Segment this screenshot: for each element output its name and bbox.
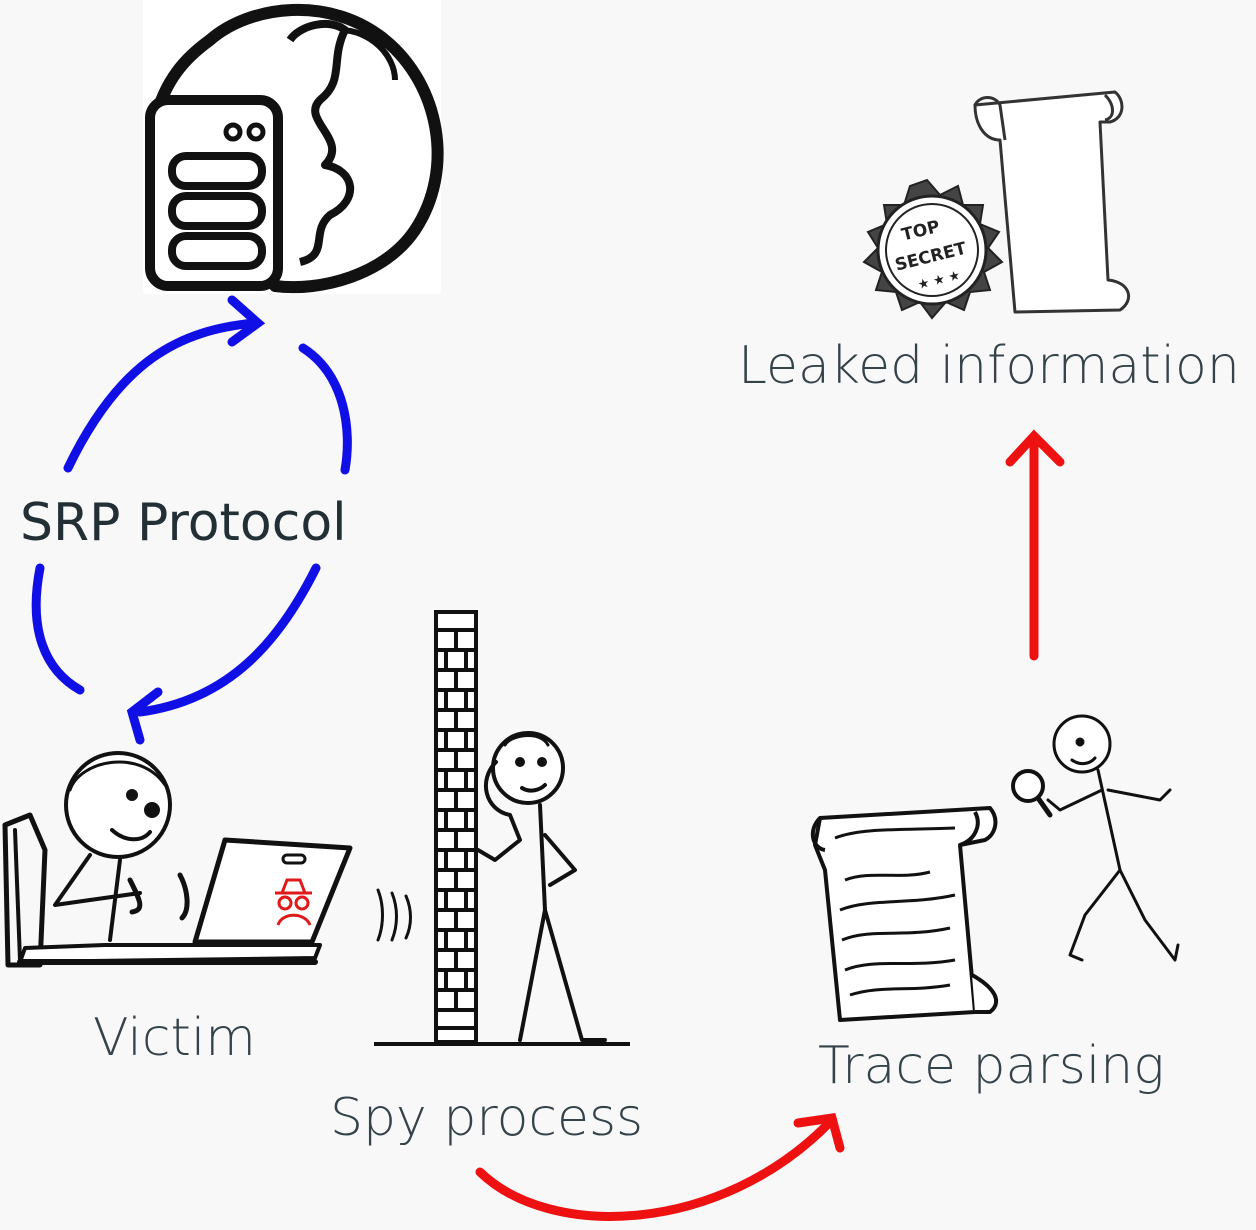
loop-arrow-left <box>31 563 85 695</box>
leaked-scroll-icon <box>973 90 1131 314</box>
spy-to-trace-arrow <box>475 1112 845 1221</box>
victim-figure <box>2 751 353 968</box>
victim-label: Victim <box>93 1008 256 1068</box>
leaked-information-label: Leaked information <box>738 336 1240 396</box>
inspector-figure <box>1011 714 1180 962</box>
trace-parsing-label: Trace parsing <box>818 1036 1165 1096</box>
trace-to-leaked-arrow <box>1005 429 1065 661</box>
request-arrow <box>63 318 260 473</box>
server-globe-icon <box>143 0 444 294</box>
response-arrowhead <box>126 687 163 745</box>
trace-scroll-icon <box>810 806 999 1022</box>
spy-figure <box>476 731 607 1042</box>
top-secret-stamp: TOP SECRET ★ ★ ★ <box>862 178 1004 320</box>
response-arrow-top <box>298 343 352 475</box>
signal-waves-icon <box>376 888 412 942</box>
response-arrow-bottom <box>135 563 321 717</box>
spy-agent-icon <box>275 878 312 926</box>
protocol-arrows <box>31 295 352 745</box>
srp-protocol-label: SRP Protocol <box>20 493 347 553</box>
brick-wall <box>374 610 630 1046</box>
request-arrowhead <box>227 295 266 347</box>
spy-process-label: Spy process <box>330 1088 644 1148</box>
